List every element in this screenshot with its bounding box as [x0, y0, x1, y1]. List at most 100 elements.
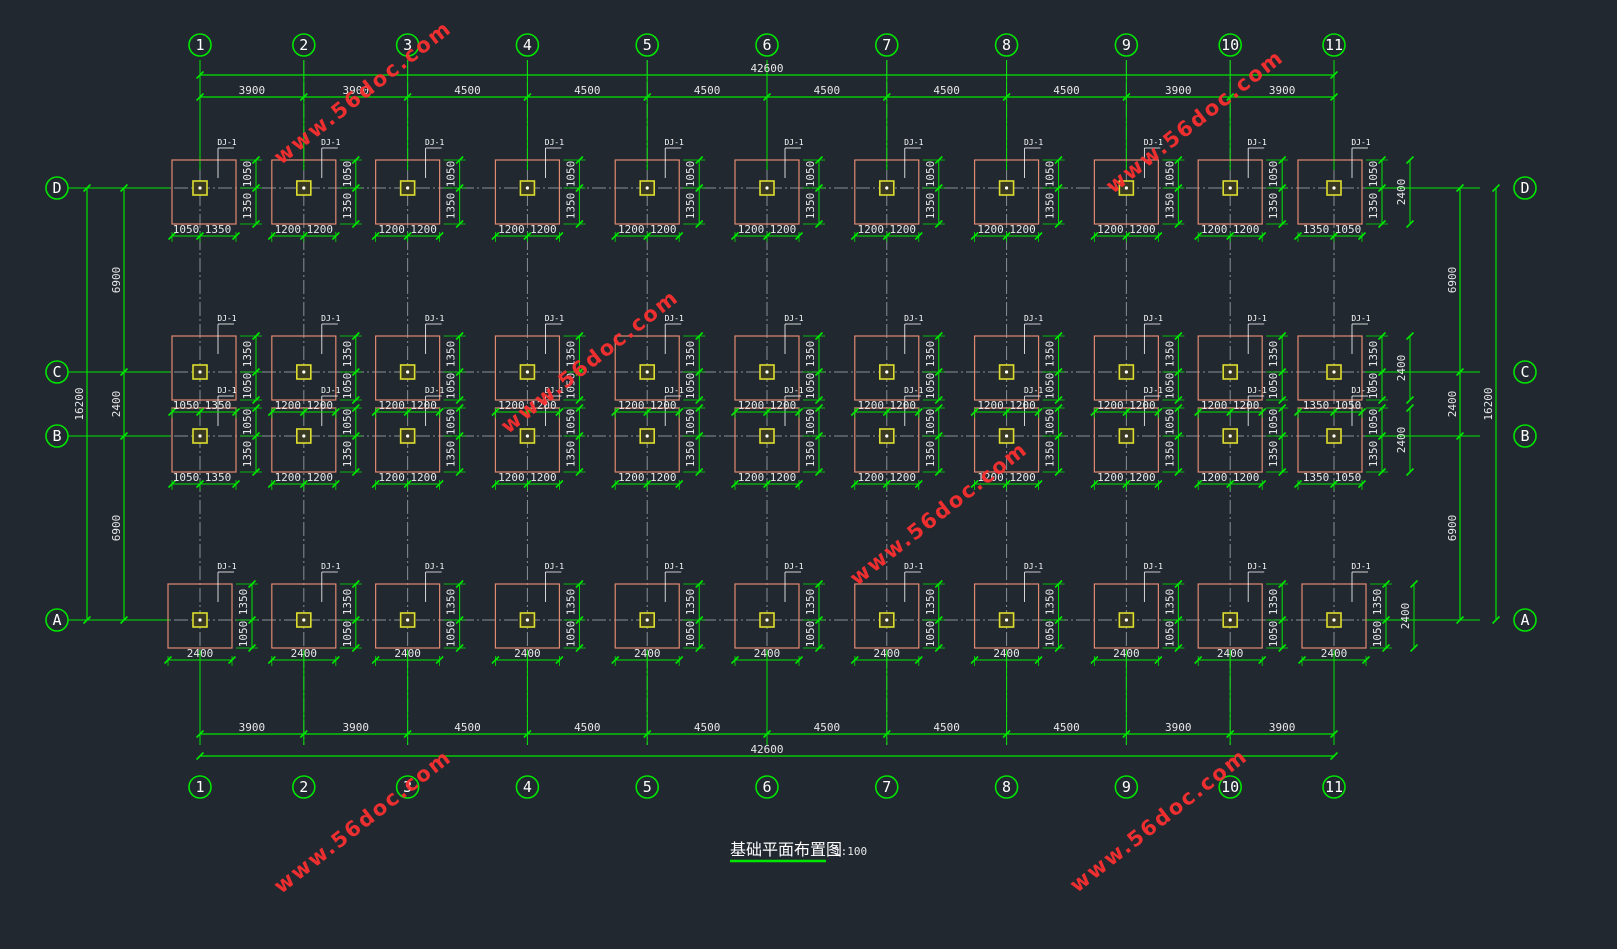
column-center	[406, 434, 410, 438]
dimension-tick	[1405, 219, 1415, 229]
column-center	[885, 186, 889, 190]
column-center	[406, 370, 410, 374]
watermark: www.56doc.com	[496, 285, 683, 439]
column-center	[198, 186, 202, 190]
dimension-tick	[643, 729, 652, 739]
footing-dim-text: 1200	[1233, 471, 1260, 484]
grid-dim-text: 4500	[694, 721, 721, 734]
axis-left-B: B	[52, 427, 61, 445]
axis-bottom-9-circle	[1114, 775, 1139, 799]
footing-C-11	[1297, 335, 1363, 401]
grid-dim-text: 6900	[110, 267, 123, 294]
dimension-tick	[1409, 579, 1419, 589]
axis-bottom-10-circle	[1218, 775, 1242, 799]
dimension-tick	[299, 729, 308, 739]
axis-bottom-7: 7	[882, 778, 891, 796]
grid-dim-text: 2400	[1446, 391, 1459, 418]
column-center	[645, 618, 649, 622]
footing-dim-text: 1350	[237, 589, 250, 616]
footing-dim-text: 1350	[1371, 589, 1384, 616]
footing-dim-text: 1050	[564, 373, 577, 400]
footing-dim-text: 1200	[307, 471, 334, 484]
watermark: www.56doc.com	[1101, 45, 1288, 199]
footing-dim-text: 2400	[1321, 647, 1348, 660]
footing-dim-text: 1050	[341, 373, 354, 400]
grid-dim-text: 3900	[342, 84, 369, 97]
axis-top-7: 7	[882, 36, 891, 54]
footing-dim-text: 1200	[1009, 399, 1036, 412]
axis-bottom-11: 11	[1325, 778, 1343, 796]
footing-dim-text: 1350	[241, 441, 254, 468]
footing-label: DJ-1	[545, 386, 564, 395]
footing-dim-text: 1200	[1233, 223, 1260, 236]
footing-dim-text: 1200	[650, 471, 677, 484]
dimension-tick	[119, 615, 129, 625]
footing-dim-text: 2400	[993, 647, 1020, 660]
footing-label: DJ-1	[784, 138, 803, 147]
dimension-tick	[882, 729, 891, 739]
axis-top-5: 5	[643, 36, 652, 54]
axis-bottom-2-circle	[292, 775, 316, 799]
column-center	[1004, 186, 1009, 190]
footing-dim-text: 1350	[445, 589, 458, 616]
footing-dim-text: 1350	[1267, 589, 1280, 616]
footing-A-3	[375, 583, 441, 649]
grid-dim-text: 4500	[814, 721, 841, 734]
footing-B-11	[1297, 407, 1363, 473]
footing-dim-text: 2400	[187, 647, 214, 660]
footing-label: DJ-1	[217, 138, 236, 147]
axis-bottom-5-circle	[635, 775, 660, 799]
footing-dim-text: 1350	[684, 589, 697, 616]
footing-D-10	[1197, 159, 1263, 225]
footing-dim-text: 1350	[1267, 341, 1280, 368]
dimension-tick	[643, 92, 652, 102]
footing-dim-text: 1350	[804, 341, 817, 368]
axis-left-D-circle	[45, 176, 69, 200]
footing-dim-text: 1200	[738, 471, 765, 484]
footing-C-2	[271, 335, 337, 401]
dimension-tick	[299, 92, 308, 102]
dimension-tick	[195, 729, 205, 739]
dimension-tick	[119, 367, 129, 377]
footing-dim-text: 1050	[1367, 161, 1380, 188]
footing-label: DJ-1	[665, 314, 684, 323]
column-center	[1228, 618, 1232, 622]
dimension-tick	[1405, 403, 1415, 413]
footing-dim-text: 1200	[498, 223, 525, 236]
footing-D-5	[614, 159, 680, 225]
footing-dim-text: 1200	[410, 399, 437, 412]
footing-dim-text: 1050	[1044, 161, 1057, 188]
footing-label: DJ-1	[904, 562, 923, 571]
footing-dim-text: 1350	[445, 193, 458, 220]
footing-label: DJ-1	[321, 562, 340, 571]
dimension-tick	[1455, 431, 1465, 441]
footing-dim-text: 1350	[445, 441, 458, 468]
column-center	[1332, 370, 1336, 374]
footing-dim-text: 1200	[1097, 399, 1124, 412]
column-center	[1228, 370, 1232, 374]
dimension-tick	[1002, 92, 1011, 102]
footing-dim-text: 1350	[341, 193, 354, 220]
footing-A-11	[1301, 583, 1367, 649]
footing-label: DJ-1	[217, 562, 236, 571]
footing-A-1	[167, 583, 233, 649]
overall-dim-text: 42600	[750, 62, 783, 75]
footing-label: DJ-1	[425, 562, 444, 571]
axis-right-C: C	[1520, 363, 1529, 381]
footing-dim-text: 1200	[307, 223, 334, 236]
axis-bottom-8: 8	[1002, 778, 1011, 796]
footing-label: DJ-1	[425, 386, 444, 395]
footing-label: DJ-1	[1144, 562, 1163, 571]
axis-bottom-11-circle	[1322, 775, 1346, 799]
footing-dim-text: 1200	[618, 399, 645, 412]
axis-top-11-circle	[1322, 33, 1346, 57]
footing-dim-text: 2400	[874, 647, 901, 660]
footing-dim-text: 1200	[890, 471, 917, 484]
footing-dim-text: 1350	[241, 193, 254, 220]
footing-dim-text: 1050	[341, 409, 354, 436]
footing-dim-text: 1200	[378, 399, 405, 412]
footing-dim-text: 1350	[445, 341, 458, 368]
dimension-tick	[1329, 751, 1339, 761]
footing-dim-text: 1200	[977, 223, 1004, 236]
